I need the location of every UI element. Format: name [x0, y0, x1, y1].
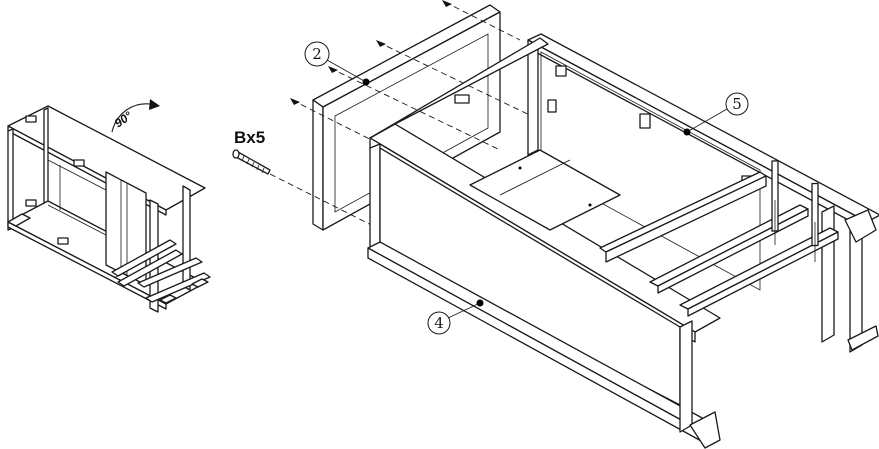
small-frame-reference [8, 106, 210, 312]
svg-text:4: 4 [434, 314, 444, 332]
main-frame [368, 34, 879, 448]
svg-text:5: 5 [732, 95, 742, 113]
screw-icon [233, 150, 270, 174]
svg-text:2: 2 [312, 45, 322, 63]
hardware-label: Bx5 [234, 128, 265, 147]
rotation-label: 90° [112, 108, 135, 130]
